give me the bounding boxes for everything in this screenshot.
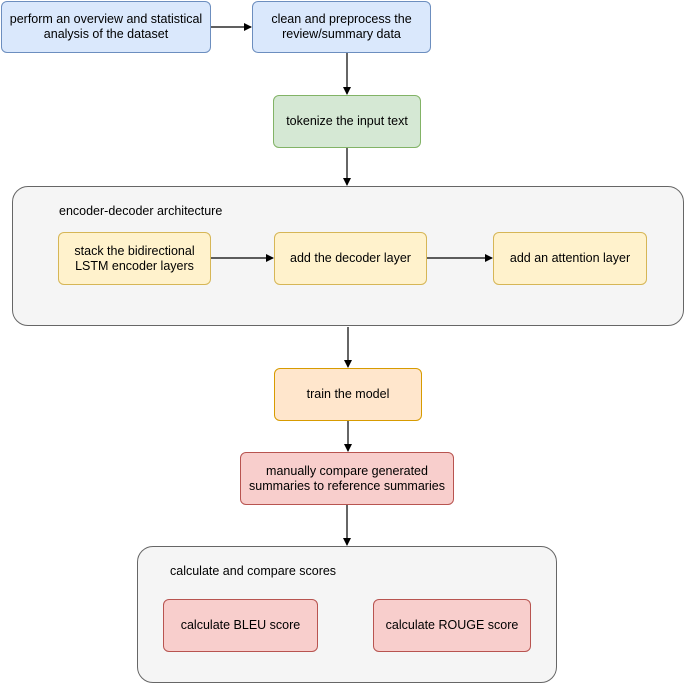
attention-label: add an attention layer	[509, 251, 631, 265]
scores-group-title: calculate and compare scores	[170, 564, 337, 578]
decoder-label: add the decoder layer	[290, 251, 411, 265]
encoder-label: stack the bidirectional LSTM encoder lay…	[74, 243, 195, 273]
compare-label: manually compare generated summaries to …	[249, 463, 445, 493]
rouge-node: calculate ROUGE score	[373, 599, 531, 652]
rouge-label: calculate ROUGE score	[385, 618, 519, 632]
tokenize-label: tokenize the input text	[286, 114, 408, 128]
bleu-node: calculate BLEU score	[163, 599, 318, 652]
clean-label: clean and preprocess the review/summary …	[271, 12, 412, 41]
encoder-decoder-architecture-title: encoder-decoder architecture	[59, 204, 223, 218]
clean-node: clean and preprocess the review/summary …	[252, 1, 431, 53]
train-node: train the model	[274, 368, 422, 421]
tokenize-node: tokenize the input text	[273, 95, 421, 148]
decoder-node: add the decoder layer	[274, 232, 427, 285]
attention-node: add an attention layer	[493, 232, 647, 285]
train-label: train the model	[306, 387, 390, 401]
bleu-label: calculate BLEU score	[180, 618, 301, 632]
encoder-node: stack the bidirectional LSTM encoder lay…	[58, 232, 211, 285]
compare-node: manually compare generated summaries to …	[240, 452, 454, 505]
overview-node: perform an overview and statistical anal…	[1, 1, 211, 53]
overview-label: perform an overview and statistical anal…	[9, 12, 203, 41]
